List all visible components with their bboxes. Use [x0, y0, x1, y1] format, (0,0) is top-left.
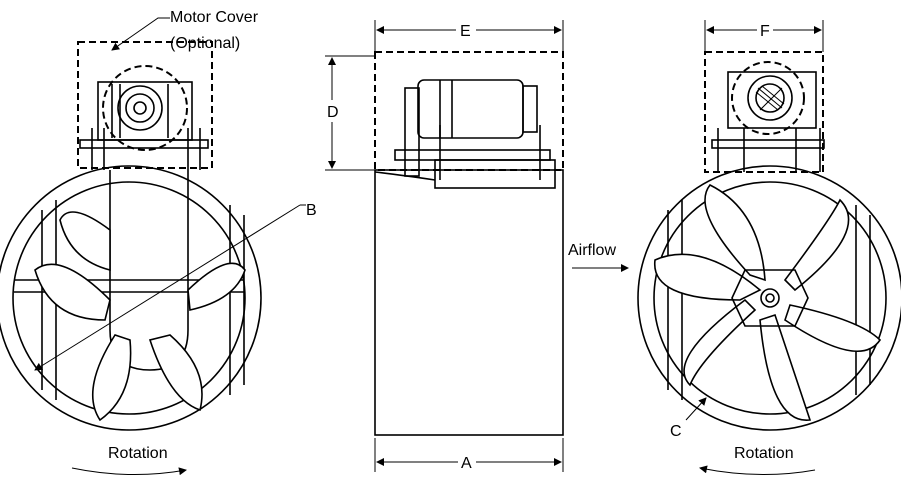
rotation-label-left: Rotation — [108, 445, 168, 462]
left-motor — [97, 65, 193, 151]
right-motor — [727, 61, 817, 135]
dim-d-label: D — [327, 104, 339, 121]
airflow-label: Airflow — [568, 242, 616, 259]
rotation-arrow-left — [71, 467, 187, 476]
dim-b-label: B — [306, 202, 317, 219]
dim-b-line — [34, 204, 301, 371]
dim-f-label: F — [760, 23, 770, 40]
left-housing-outer — [0, 165, 262, 431]
left-housing-inner — [12, 181, 246, 415]
right-motor-cover — [704, 51, 824, 173]
motor-cover-label-line2: (Optional) — [170, 35, 240, 52]
rotation-label-right: Rotation — [734, 445, 794, 462]
dim-e-label: E — [460, 23, 471, 40]
dim-c-line — [685, 397, 707, 421]
center-view: E D A Airflow — [325, 20, 629, 472]
left-fan-blades — [34, 211, 246, 422]
right-housing-outer — [637, 165, 901, 431]
left-mount — [79, 128, 209, 170]
left-motor-cover — [77, 41, 213, 169]
left-view: B Motor Cover (Optional) Rotation — [0, 9, 317, 476]
center-housing — [374, 169, 564, 436]
rotation-arrow-right — [699, 465, 816, 476]
center-motor-cover — [374, 51, 564, 171]
right-housing-inner — [653, 181, 887, 415]
motor-cover-label-line1: Motor Cover — [170, 9, 259, 26]
dim-a-label: A — [461, 455, 472, 472]
dim-c-label: C — [670, 423, 682, 440]
right-view: F C Rotation — [637, 20, 901, 476]
right-mount — [711, 128, 825, 172]
center-motor — [394, 79, 551, 180]
fan-icon — [654, 183, 882, 421]
